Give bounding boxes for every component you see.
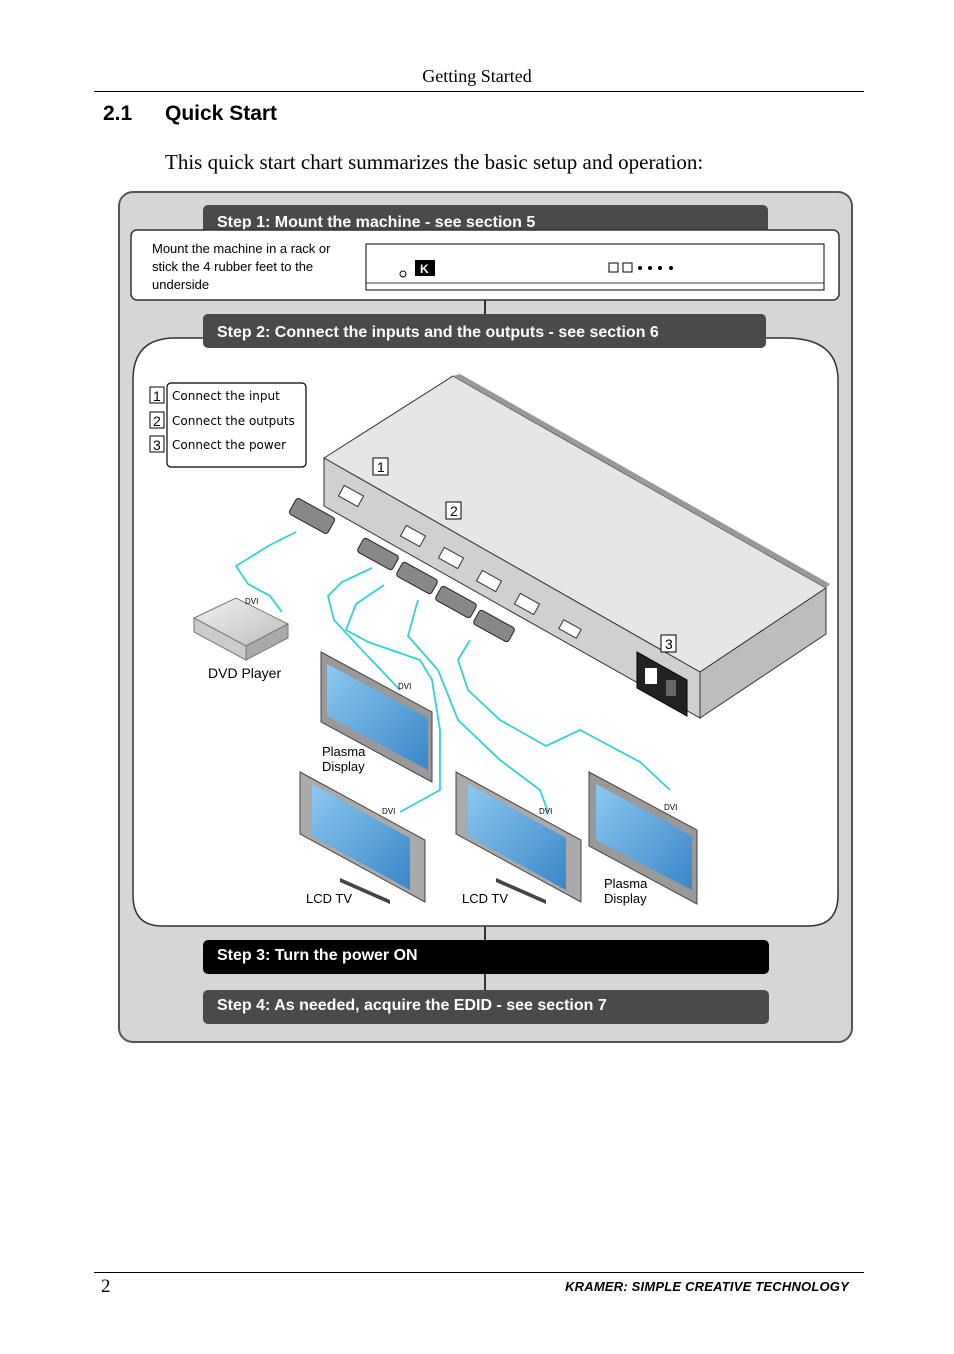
machine-front-panel: K	[365, 243, 825, 291]
step3-label: Step 3: Turn the power ON	[217, 947, 418, 964]
step3-bar: Step 3: Turn the power ON	[203, 940, 769, 974]
svg-text:Connect the power: Connect the power	[172, 438, 286, 452]
step1-bar: Step 1: Mount the machine - see section …	[203, 205, 768, 237]
lcd-tv-middle: DVI LCD TV	[455, 771, 582, 906]
svg-text:1: 1	[153, 388, 161, 404]
steps-list: 1 Connect the input 2 Connect the output…	[149, 386, 295, 453]
footer-brand: KRAMER: SIMPLE CREATIVE TECHNOLOGY	[565, 1279, 849, 1294]
svg-text:Mount the machine in a rack or: Mount the machine in a rack or	[152, 241, 331, 256]
section-number: 2.1	[103, 102, 133, 125]
svg-text:Plasma: Plasma	[322, 744, 366, 759]
section-heading: 2.1 Quick Start	[103, 102, 277, 126]
svg-text:LCD TV: LCD TV	[462, 891, 508, 906]
lcd-tv-left: DVI LCD TV	[299, 771, 426, 906]
step4-label: Step 4: As needed, acquire the EDID - se…	[217, 997, 607, 1014]
svg-text:DVI: DVI	[382, 807, 395, 816]
svg-text:Display: Display	[604, 891, 647, 906]
machine-rear-view	[323, 374, 830, 719]
svg-text:DVI: DVI	[664, 803, 677, 812]
svg-text:stick the 4 rubber feet to the: stick the 4 rubber feet to the	[152, 259, 313, 274]
dvd-player: DVI DVD Player	[192, 597, 290, 681]
header-rule	[94, 91, 864, 92]
plasma-display-right: DVI Plasma Display	[588, 771, 698, 906]
step1-note: Mount the machine in a rack or stick the…	[152, 241, 331, 292]
svg-text:underside: underside	[152, 277, 209, 292]
plasma-display-top: DVI Plasma Display	[320, 651, 433, 783]
steps-list-box	[166, 382, 307, 468]
step4-bar: Step 4: As needed, acquire the EDID - se…	[203, 990, 769, 1024]
running-header: Getting Started	[422, 66, 532, 86]
section-title: Quick Start	[165, 102, 278, 125]
svg-text:Plasma: Plasma	[604, 876, 648, 891]
svg-text:Step 2: Connect the inputs and: Step 2: Connect the inputs and the outpu…	[217, 324, 659, 341]
step1-label: Step 1: Mount the machine - see section …	[217, 214, 535, 231]
page-number: 2	[101, 1276, 111, 1297]
svg-text:1: 1	[377, 459, 385, 475]
svg-text:2: 2	[153, 413, 161, 429]
svg-text:DVI: DVI	[539, 807, 552, 816]
footer-rule	[94, 1272, 864, 1273]
diagram-callouts: 1 2 3	[372, 457, 677, 653]
svg-text:3: 3	[153, 437, 161, 453]
svg-text:3: 3	[665, 636, 673, 652]
svg-text:Display: Display	[322, 759, 365, 774]
svg-text:2: 2	[450, 503, 458, 519]
intro-paragraph: This quick start chart summarizes the ba…	[165, 150, 704, 174]
svg-text:DVI: DVI	[245, 597, 258, 606]
dvi-plugs	[288, 498, 515, 643]
svg-text:LCD TV: LCD TV	[306, 891, 352, 906]
svg-text:DVI: DVI	[398, 682, 411, 691]
dvi-cables	[234, 531, 671, 813]
svg-text:K: K	[420, 262, 429, 276]
dvd-label: DVD Player	[208, 665, 281, 681]
svg-text:Connect the outputs: Connect the outputs	[172, 414, 295, 428]
svg-text:Connect the input: Connect the input	[172, 389, 280, 403]
